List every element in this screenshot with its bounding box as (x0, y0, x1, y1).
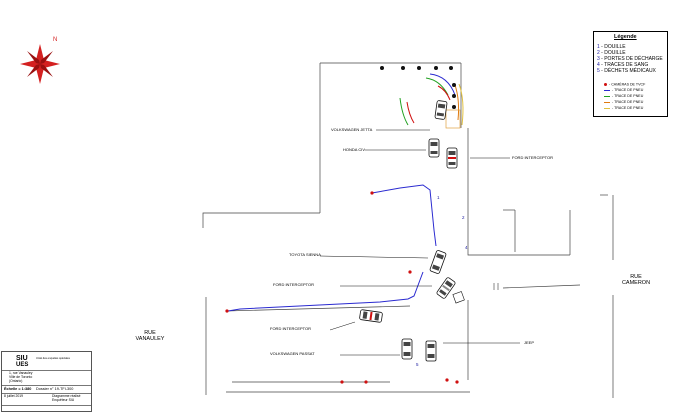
legend-item-2: 2 - DOUILLE (597, 51, 626, 56)
legend-title: Légende (614, 34, 637, 40)
legend-camera-swatch (604, 83, 607, 86)
vehicle-jeep (425, 340, 437, 362)
label-honda-civic: HONDA CIV (343, 147, 366, 152)
legend-item-4-label: - TRACES DE SANG (599, 62, 649, 68)
cctv-cameras (225, 191, 459, 384)
legend-line-green: - TRACE DE PNEU (604, 94, 644, 99)
legend-line-camera-label: - CAMÉRAS DE TVCF (609, 82, 646, 87)
legend-item-4-num: 4 (597, 62, 600, 68)
tire-trace-blue (371, 184, 437, 247)
barrier (445, 109, 461, 129)
label-volkswagen-passat: VOLKSWAGEN PASSAT (270, 351, 315, 356)
label-toyota-sienna: TOYOTA SIENNA (289, 252, 321, 257)
legend-line-blue-label: - TRACE DE PNEU (612, 88, 644, 92)
legend-item-3-num: 3 (597, 56, 600, 62)
legend-orange-swatch (604, 101, 610, 103)
evidence-marker-5: 5 (416, 362, 419, 367)
address-line-1: 1, rue Vanauley (9, 371, 33, 375)
legend-yellow-swatch (604, 107, 610, 109)
street-name-vanauley: RUE VANAULEY (130, 330, 170, 343)
compass-rose-icon (20, 44, 60, 84)
legend-line-blue: - TRACE DE PNEU (604, 88, 644, 93)
street-lines (202, 62, 614, 398)
label-ford-interceptor-1: FORD INTERCEPTOR (512, 155, 554, 160)
legend-blue-swatch (604, 89, 610, 91)
org-name: Unité des enquêtes spéciales (36, 357, 70, 360)
evidence-marker-4: 4 (465, 245, 468, 250)
label-pointers (319, 129, 520, 356)
cartouche-divider-4 (2, 405, 91, 406)
file-number: Dossier n° 19-TFI-300 (36, 387, 74, 391)
siu-logo: SIU (16, 355, 28, 362)
bollards (380, 66, 456, 109)
legend-line-orange-label: - TRACE DE PNEU (612, 100, 644, 104)
siu-logo-sub: UES (16, 362, 29, 368)
address-line-3: (Ontario) (9, 379, 23, 383)
legend-item-2-num: 2 (597, 50, 600, 56)
compass-north-label: N (53, 37, 58, 43)
legend-item-1-label: - DOUILLE (599, 44, 626, 50)
label-jeep: JEEP (524, 340, 535, 345)
debris-box (452, 291, 465, 304)
vehicle-ford-interceptor-2 (436, 277, 456, 299)
street-name-cameron: RUE CAMERON (616, 274, 656, 287)
plan-type: Diagramme réalisé (52, 394, 81, 398)
legend-item-1-num: 1 (597, 44, 600, 50)
legend-line-camera: - CAMÉRAS DE TVCF (604, 83, 645, 87)
legend-line-green-label: - TRACE DE PNEU (612, 94, 644, 98)
vehicle-ford-interceptor-3 (359, 309, 383, 323)
vehicle-toyota-sienna (429, 250, 447, 274)
legend-line-yellow-label: - TRACE DE PNEU (612, 106, 644, 110)
plan-author: Enquêteur SIU (52, 398, 75, 402)
cartouche-divider-2 (2, 385, 91, 386)
tire-traces-curved (399, 73, 464, 126)
vehicle-volkswagen-jetta (434, 100, 448, 120)
cartouche-divider-3 (2, 393, 91, 394)
address-line-2: Ville de Toronto (9, 375, 33, 379)
evidence-marker-2: 2 (462, 215, 465, 220)
vehicle-honda-civic (428, 138, 440, 158)
legend-item-3: 3 - PORTES DE DÉCHARGE (597, 57, 663, 62)
legend-item-5-label: - DÉCHETS MÉDICAUX (599, 68, 656, 74)
scale-label: Échelle = 1:380 (4, 387, 32, 391)
street-cameron-line2: CAMERON (621, 280, 651, 287)
street-vanauley-line1: RUE (144, 330, 156, 336)
vehicle-volkswagen-passat (401, 338, 413, 360)
legend-item-1: 1 - DOUILLE (597, 45, 626, 50)
street-vanauley-line2: VANAULEY (135, 336, 165, 343)
plan-date: 8 juillet 2019 (4, 394, 24, 398)
label-ford-interceptor-3: FORD INTERCEPTOR (270, 326, 312, 331)
legend-green-swatch (604, 95, 610, 97)
crosswalk-marks (493, 283, 499, 290)
cartouche-divider-1 (2, 370, 91, 371)
legend-line-yellow: - TRACE DE PNEU (604, 106, 644, 111)
legend-item-3-label: - PORTES DE DÉCHARGE (599, 56, 663, 62)
legend-item-4: 4 - TRACES DE SANG (597, 63, 648, 68)
curb-line (227, 271, 424, 312)
legend-item-5-num: 5 (597, 68, 600, 74)
legend-item-2-label: - DOUILLE (599, 50, 626, 56)
legend-item-5: 5 - DÉCHETS MÉDICAUX (597, 69, 656, 74)
title-block: SIU UES Unité des enquêtes spéciales 1, … (1, 351, 92, 412)
street-cameron-line1: RUE (630, 274, 642, 280)
label-volkswagen-jetta: VOLKSWAGEN JETTA (331, 127, 373, 132)
evidence-marker-1: 1 (437, 195, 440, 200)
vehicle-ford-interceptor-1 (446, 147, 458, 169)
legend-box: Légende 1 - DOUILLE 2 - DOUILLE 3 - PORT… (593, 31, 668, 117)
label-ford-interceptor-2: FORD INTERCEPTOR (273, 282, 315, 287)
legend-line-orange: - TRACE DE PNEU (604, 100, 644, 105)
